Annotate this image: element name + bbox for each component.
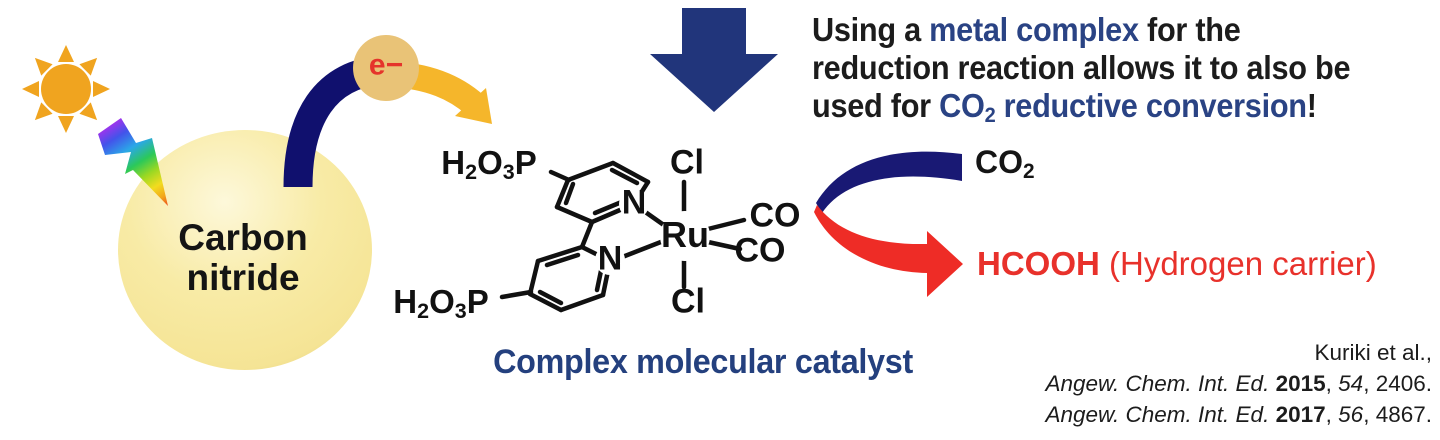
- heading-line3: used for CO2 reductive conversion!: [812, 87, 1317, 128]
- electron-circle: [353, 35, 419, 101]
- heading-line2: reduction reaction allows it to also be: [812, 49, 1351, 86]
- chloride-top-label: Cl: [670, 143, 704, 182]
- product-arrow: [814, 205, 963, 297]
- heading-metal-complex: metal complex: [929, 11, 1139, 48]
- product-label: HCOOH (Hydrogen carrier): [977, 245, 1377, 283]
- citation-authors: Kuriki et al.,: [1314, 340, 1432, 365]
- sun-icon: [22, 45, 110, 133]
- phosphonate-top-label: H2O3P: [441, 144, 537, 185]
- product-note: (Hydrogen carrier): [1099, 245, 1377, 282]
- co2-input-arrow: [816, 151, 962, 213]
- heading-text: Using a metal complex for the reduction …: [812, 11, 1351, 128]
- ruthenium-label: Ru: [661, 214, 709, 256]
- electron-label: e−: [368, 48, 404, 82]
- light-bolt-icon: [98, 118, 168, 206]
- product-formula: HCOOH: [977, 245, 1100, 282]
- down-arrow-icon: [650, 8, 778, 112]
- carbonyl-top-label: CO: [749, 196, 801, 235]
- phosphonate-bottom-label: H2O3P: [393, 283, 489, 324]
- heading-co2: CO2: [939, 87, 996, 128]
- carbon-nitride-line1: Carbon: [178, 217, 308, 258]
- carbon-nitride-sphere: [118, 130, 372, 370]
- citation-block: Kuriki et al., Angew. Chem. Int. Ed. 201…: [912, 337, 1432, 430]
- chloride-bottom-label: Cl: [671, 282, 705, 321]
- atom-label-masks: [595, 189, 710, 275]
- nitrogen-top-label: N: [621, 183, 647, 222]
- carbon-nitride-line2: nitride: [186, 257, 300, 298]
- catalyst-caption: Complex molecular catalyst: [493, 343, 913, 381]
- nitrogen-bottom-label: N: [597, 239, 623, 278]
- carbon-nitride-label: Carbon nitride: [178, 218, 308, 298]
- citation-ref2: Angew. Chem. Int. Ed. 2017, 56, 4867.: [1045, 402, 1432, 427]
- carbonyl-bottom-label: CO: [734, 231, 786, 270]
- co2-label: CO2: [975, 144, 1035, 184]
- heading-line1: Using a metal complex for the: [812, 11, 1241, 48]
- citation-ref1: Angew. Chem. Int. Ed. 2015, 54, 2406.: [1045, 371, 1432, 396]
